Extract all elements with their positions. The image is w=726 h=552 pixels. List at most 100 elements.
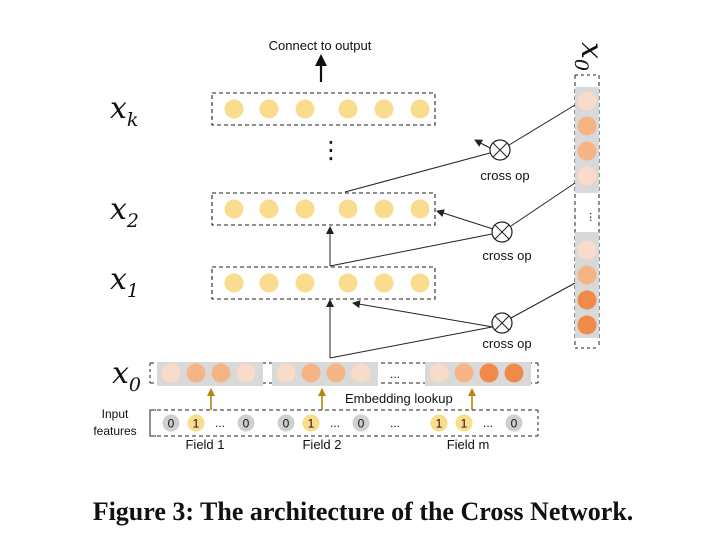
layer-x1-box [211,266,436,300]
cross-op-1 [491,312,513,334]
connect-to-output-label: Connect to output [269,38,372,53]
input-value-ellipsis: ... [330,416,340,430]
embedding-node [186,363,206,383]
layer-node [374,99,394,119]
layer-node [295,99,315,119]
embedding-node [351,363,371,383]
layer-node [295,199,315,219]
embedding-lookup-label: Embedding lookup [345,391,453,406]
x0-column-nodes [577,91,597,335]
x0-column-node [577,290,597,310]
layer-nodes [224,99,430,293]
input-value-node [505,414,523,432]
input-value-text: 1 [461,417,468,431]
line-x0-to-cross1 [329,326,493,359]
embedding-node [454,363,474,383]
input-value-text: 1 [193,417,200,431]
field1-label: Field 1 [185,437,224,452]
input-value-node [455,414,473,432]
input-value-text: 1 [308,417,315,431]
input-label-line1: Input [102,407,129,421]
layer-node [338,199,358,219]
line-x2-to-cross3 [344,152,491,193]
layer-node [374,273,394,293]
layer-node [410,99,430,119]
layer-x2-box [211,192,436,226]
embedding-node [236,363,256,383]
x0-column-label: x0 [570,42,609,71]
input-value-text: 0 [358,417,365,431]
input-value-node [302,414,320,432]
embedding-node [479,363,499,383]
layer-node [374,199,394,219]
layer-node [224,199,244,219]
x0-column-node [577,166,597,186]
layer-xk-box [211,92,436,126]
embedding-node [161,363,181,383]
x0-column-node [577,240,597,260]
embedding-nodes [161,363,524,383]
input-value-text: 0 [168,417,175,431]
embedding-node [301,363,321,383]
vertical-ellipsis: ⋮ [319,136,343,164]
embedding-node [429,363,449,383]
cross-op-label-2: cross op [482,248,531,263]
embedding-node [504,363,524,383]
x0-column-node [577,141,597,161]
layer-node [224,99,244,119]
line-col-to-cross2 [510,182,576,227]
arrow-cross2-to-x2 [436,209,494,230]
x0-column-ellipsis: ... [587,212,601,222]
embedding-node [276,363,296,383]
cross-op-2 [491,221,513,243]
layer-node [410,273,430,293]
line-col-to-cross3 [508,104,576,146]
input-value-ellipsis: ... [483,416,493,430]
input-value-node [237,414,255,432]
input-value-text: 0 [243,417,250,431]
layer-node [410,199,430,219]
line-col-to-cross1 [510,282,576,319]
x0-column-node [577,315,597,335]
embedding-ellipsis: ... [390,367,400,381]
layer-node [338,273,358,293]
cross-op-label-3: cross op [480,168,529,183]
input-value-node [277,414,295,432]
figure-caption: Figure 3: The architecture of the Cross … [93,497,634,526]
layer-node [259,199,279,219]
input-value-text: 1 [436,417,443,431]
layer-node [295,273,315,293]
input-value-ellipsis: ... [215,416,225,430]
input-value-node [162,414,180,432]
cross-op-label-1: cross op [482,336,531,351]
label-x0: x0 [112,356,141,396]
input-value-node [430,414,448,432]
layer-node [224,273,244,293]
input-value-text: 0 [511,417,518,431]
layer-node [338,99,358,119]
input-label-line2: features [93,424,136,438]
fieldm-label: Field m [447,437,490,452]
input-value-node [187,414,205,432]
x0-column-node [577,91,597,111]
arrow-cross3-out [474,139,491,149]
input-value-text: 0 [283,417,290,431]
layer-node [259,273,279,293]
embedding-node [211,363,231,383]
input-ellipsis: ... [390,416,400,430]
layer-node [259,99,279,119]
input-value-node [352,414,370,432]
input-feature-nodes: 0 1... 0 0 1... 0 1 1... 0 [162,414,523,432]
label-x1: x1 [110,262,139,302]
label-xk: xk [110,91,138,131]
embedding-node [326,363,346,383]
field2-label: Field 2 [302,437,341,452]
cross-op-3 [489,139,511,161]
input-bracket [149,409,156,437]
arrow-cross1-to-x1 [352,300,494,328]
x0-column-node [577,116,597,136]
label-x2: x2 [110,192,139,232]
line-x1-to-cross2 [329,233,493,267]
x0-column-node [577,265,597,285]
